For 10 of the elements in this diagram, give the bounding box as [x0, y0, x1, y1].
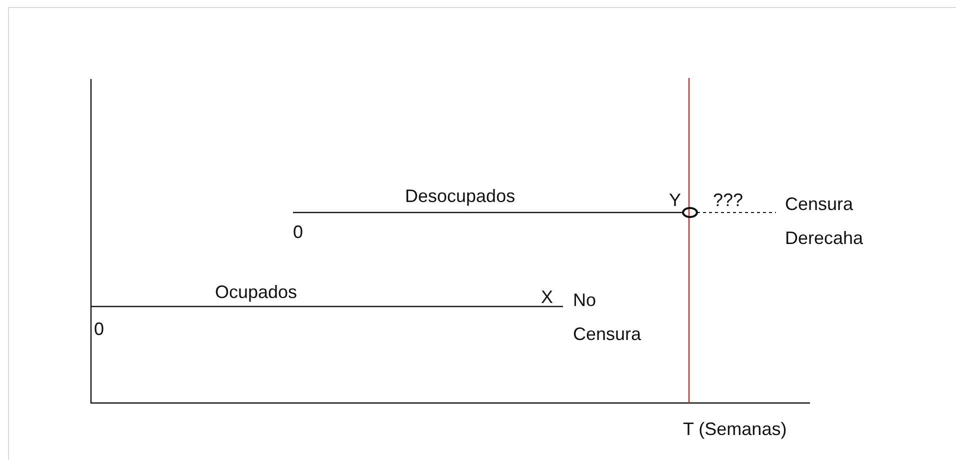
text-label: Ocupados [215, 281, 298, 303]
text-label: Censura Derecaha [785, 193, 864, 250]
text-label: No Censura [573, 289, 642, 346]
text-label: ??? [713, 189, 744, 211]
text-label: 0 [293, 221, 304, 243]
text-label: Y [669, 189, 682, 211]
text-label: Desocupados [405, 185, 516, 207]
text-label: X [541, 286, 554, 308]
text-label: T (Semanas) [683, 418, 787, 440]
text-label: 0 [94, 318, 104, 340]
